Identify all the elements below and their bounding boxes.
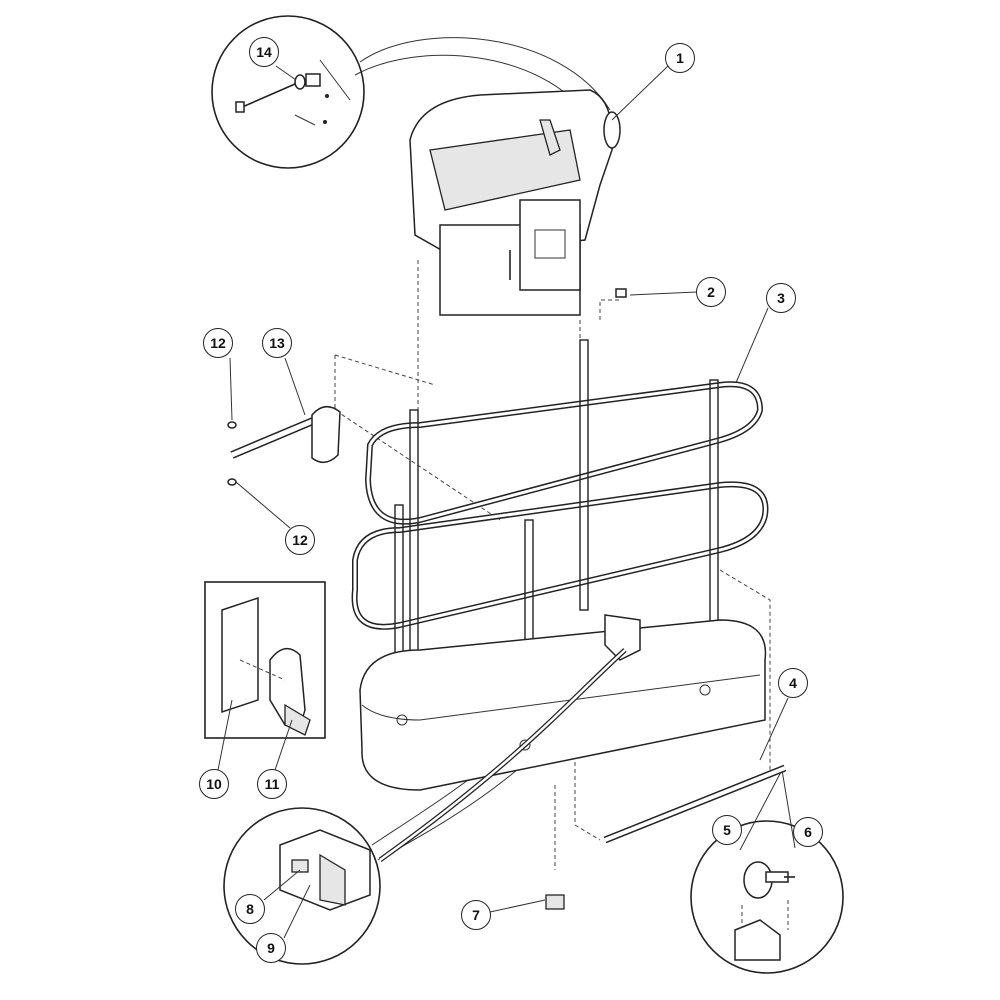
callout-5: 5 <box>712 815 742 845</box>
platform-cage <box>351 339 769 791</box>
callout-6: 6 <box>793 817 823 847</box>
control-box <box>409 89 621 316</box>
callout-11: 11 <box>257 769 287 799</box>
callout-12-top: 12 <box>203 328 233 358</box>
callout-12-bottom: 12 <box>285 525 315 555</box>
callout-1: 1 <box>665 43 695 73</box>
callout-13: 13 <box>262 328 292 358</box>
callout-2: 2 <box>696 277 726 307</box>
detail-circle-bolt <box>211 15 611 169</box>
callout-3: 3 <box>766 283 796 313</box>
callout-9: 9 <box>256 933 286 963</box>
callout-8: 8 <box>235 894 265 924</box>
detail-circle-bracket <box>690 820 844 974</box>
callout-7: 7 <box>461 900 491 930</box>
detail-box-footswitch-plate <box>204 581 326 739</box>
callout-10: 10 <box>199 769 229 799</box>
callout-4: 4 <box>778 668 808 698</box>
callout-14: 14 <box>249 37 279 67</box>
